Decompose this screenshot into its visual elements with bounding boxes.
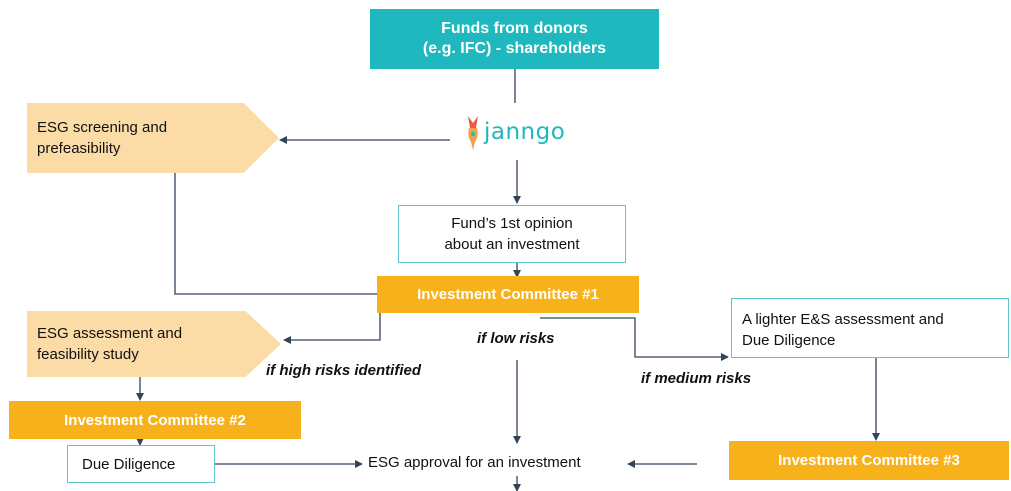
arrow-ic1-to-lighter [540,317,729,361]
investment-committee-1: Investment Committee #1 [377,276,639,313]
esg-assessment-box: ESG assessment and feasibility study [27,311,281,377]
investment-committee-2: Investment Committee #2 [9,401,301,439]
donors-box: Funds from donors (e.g. IFC) - sharehold… [370,9,659,69]
condition-low-risk: if low risks [477,330,555,347]
arrow-ic1-to-assessment [283,313,381,344]
esg-approval-label: ESG approval for an investment [368,454,581,471]
esg-screening-box: ESG screening and prefeasibility [27,103,279,173]
first-opinion-box: Fund’s 1st opinion about an investment [398,205,626,263]
line-screening-to-ic1 [174,153,377,295]
condition-medium-risk: if medium risks [641,370,752,387]
lighter-assessment-box: A lighter E&S assessment and Due Diligen… [731,298,1009,358]
logo-mark-icon [468,116,478,150]
condition-high-risk: if high risks identified [266,362,422,379]
investment-committee-3: Investment Committee #3 [729,441,1009,480]
janngo-logo: Janngo [462,112,572,154]
due-diligence-box: Due Diligence [67,445,215,483]
logo-wordmark: Janngo [484,119,566,145]
